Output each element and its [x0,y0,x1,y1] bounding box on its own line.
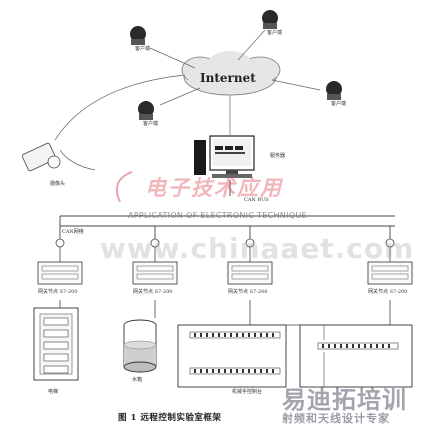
gateway-label: 网关节点 S7-200 [133,289,173,295]
watermark-english: APPLICATION OF ELECTRONIC TECHNIQUE [128,211,307,220]
water-tank-device [123,319,157,373]
client-label: 客户端 [135,46,151,52]
can-bus-label: CAN BUS [244,197,269,203]
bus-connectors [55,238,395,248]
internet-label: Internet [200,71,256,85]
client-links [54,29,321,171]
device-links [59,300,410,326]
gateway-label: 网关节点 S7-200 [228,289,268,295]
can-bus-lines [59,180,395,240]
robot-console-label: 机械手控制台 [232,389,263,395]
watermark-chinese: 电子技术应用 [145,175,283,200]
brand-tagline: 射频和天线设计专家 [282,412,390,425]
client-label: 客户端 [331,101,347,107]
robot-console-device [177,324,413,388]
client-icon [262,10,278,29]
figure-caption: 图 1 远程控制实验室框架 [118,413,222,423]
camera-label: 摄像头 [50,181,66,187]
gateway-drops [59,247,391,262]
client-icon [138,101,154,120]
gateway-label: 网关节点 S7-200 [368,289,408,295]
watermark-url: www.chinaaet.com [100,232,415,265]
gateway-box [367,261,413,285]
server-label: 服务器 [270,153,286,159]
client-icon [130,26,146,45]
client-label: 客户端 [143,121,159,127]
server-icon [194,135,255,178]
gateway-box [132,261,178,285]
gateway-box [37,261,83,285]
elevator-label: 电梯 [48,389,59,395]
watermark-swoosh [116,171,133,203]
gateway-label: 网关节点 S7-200 [38,289,78,295]
can-network-label: CAN网络 [62,229,84,235]
water-tank-label: 水箱 [132,377,143,383]
internet-cloud [181,51,281,96]
brand-watermark: 易迪拓培训 [282,386,407,414]
gateway-box [227,261,273,285]
camera-icon [21,142,61,172]
elevator-device [33,307,79,381]
client-icon [326,81,342,100]
client-label: 客户端 [267,30,283,36]
